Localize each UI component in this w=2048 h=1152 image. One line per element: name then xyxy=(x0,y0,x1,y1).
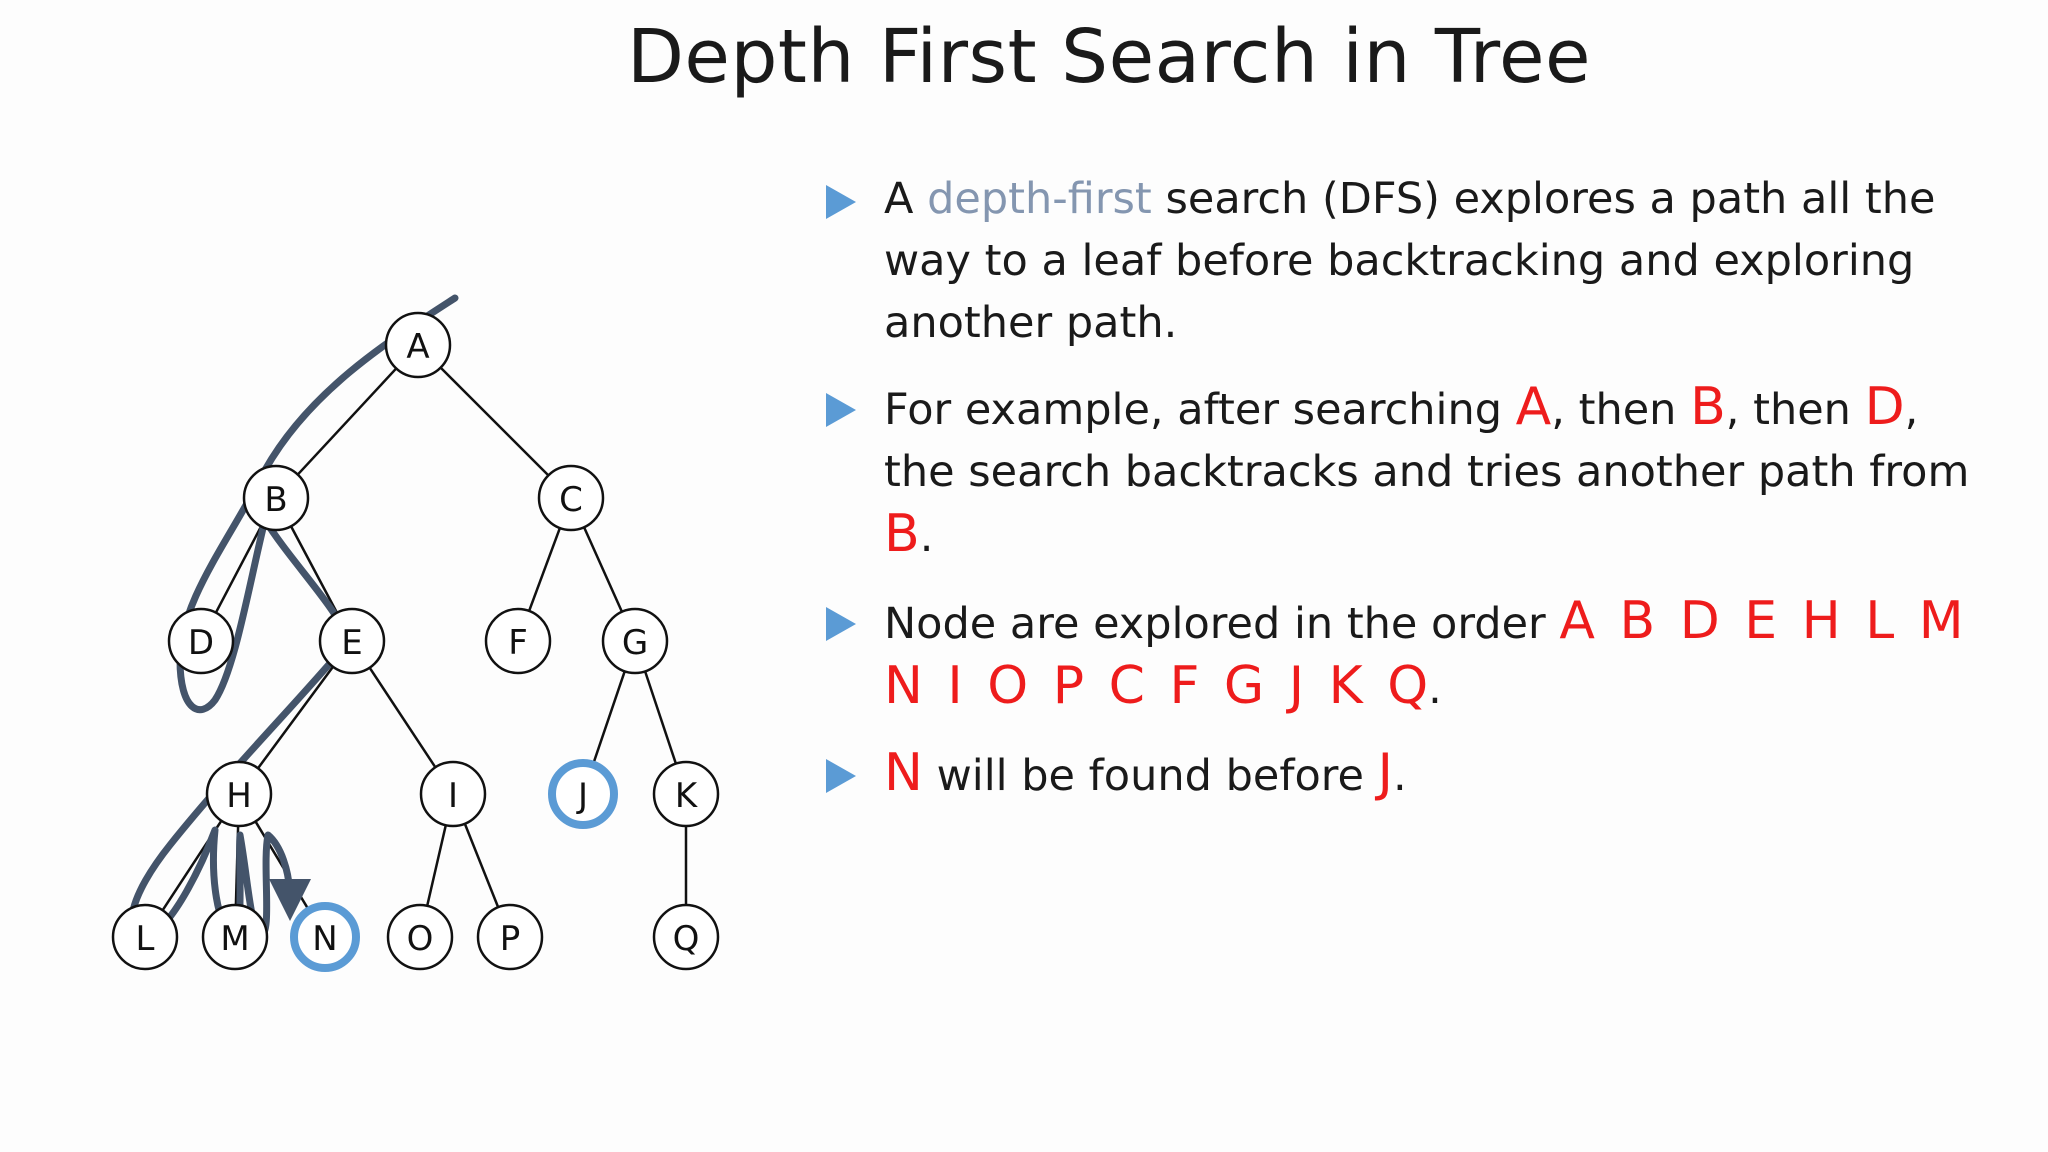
tree-node-d: D xyxy=(167,607,235,675)
node-label: B xyxy=(264,480,287,520)
tree-edge-e-i xyxy=(368,667,437,768)
tree-nodes: A B C D E F G H I J K L M N O P Q xyxy=(111,311,720,972)
bullet-exploration-order: Node are explored in the order A B D E H… xyxy=(820,590,1970,720)
node-label: H xyxy=(226,776,252,816)
bullet-text: For example, after searching xyxy=(884,385,1516,435)
node-ref: B xyxy=(884,504,920,564)
tree-edge-a-c xyxy=(439,366,550,477)
node-label: G xyxy=(622,623,648,663)
node-circle xyxy=(318,607,386,675)
node-label: Q xyxy=(673,919,700,959)
tree-node-l: L xyxy=(111,903,179,971)
bullet-text: search (DFS) explores a path all the way… xyxy=(884,174,1936,348)
node-label: P xyxy=(500,919,521,959)
bullet-list: A depth-first search (DFS) explores a pa… xyxy=(820,168,1970,829)
node-circle xyxy=(601,607,669,675)
node-label: A xyxy=(406,327,429,367)
bullet-text: . xyxy=(1428,664,1442,714)
node-circle xyxy=(476,903,544,971)
tree-node-n: N xyxy=(290,902,360,972)
bullet-conclusion: N will be found before J. xyxy=(820,742,1970,807)
node-label: K xyxy=(675,776,699,816)
tree-node-k: K xyxy=(652,760,720,828)
tree-edge-a-b xyxy=(296,367,398,476)
bullet-text: , then xyxy=(1725,385,1865,435)
tree-edge-g-k xyxy=(643,670,678,765)
bullet-text: . xyxy=(1392,751,1407,801)
node-label: D xyxy=(188,623,214,663)
node-circle xyxy=(201,903,269,971)
node-label: M xyxy=(220,919,249,959)
bullet-text: will be found before xyxy=(922,751,1378,801)
node-ref: N xyxy=(884,743,923,803)
tree-edge-g-j xyxy=(592,670,626,765)
node-circle xyxy=(111,903,179,971)
node-label: C xyxy=(559,480,583,520)
target-node-circle xyxy=(290,902,360,972)
node-circle xyxy=(242,464,310,532)
tree-edge-e-h xyxy=(257,665,334,770)
tree-edge-i-p xyxy=(463,823,500,908)
node-ref: A xyxy=(1515,377,1552,437)
node-circle xyxy=(652,903,720,971)
slide-title: Depth First Search in Tree xyxy=(626,14,1592,100)
bullet-text: , the search backtracks and tries anothe… xyxy=(884,385,1970,497)
node-circle xyxy=(652,760,720,828)
node-ref: B xyxy=(1690,377,1726,437)
bullet-text: A xyxy=(884,174,928,224)
node-circle xyxy=(484,607,552,675)
node-label: L xyxy=(136,919,155,959)
triangle-bullet-icon xyxy=(826,759,856,793)
tree-node-m: M xyxy=(201,903,269,971)
highlight-depth-first: depth-first xyxy=(927,174,1152,224)
tree-edge-i-o xyxy=(425,824,448,907)
tree-node-j: J xyxy=(548,759,618,829)
node-label: J xyxy=(576,776,588,816)
tree-node-q: Q xyxy=(652,903,720,971)
node-circle xyxy=(205,760,273,828)
tree-node-a: A xyxy=(384,311,452,379)
node-label: I xyxy=(448,776,458,816)
tree-edges xyxy=(161,366,688,911)
node-ref: J xyxy=(1377,743,1393,803)
node-label: E xyxy=(341,623,362,663)
tree-edge-b-d xyxy=(214,525,263,614)
node-circle xyxy=(384,311,452,379)
node-ref: D xyxy=(1864,377,1905,437)
tree-edge-c-f xyxy=(527,527,562,612)
exploration-sequence: A B D E H L M N I O P C F G J K Q xyxy=(884,591,1964,716)
node-circle xyxy=(419,760,487,828)
node-circle xyxy=(386,903,454,971)
tree-edge-c-g xyxy=(582,526,624,613)
target-node-circle xyxy=(548,759,618,829)
tree-node-c: C xyxy=(537,464,605,532)
node-label: O xyxy=(407,919,434,959)
tree-edge-b-e xyxy=(289,525,339,614)
tree-node-e: E xyxy=(318,607,386,675)
bullet-text: , then xyxy=(1551,385,1691,435)
bullet-dfs-definition: A depth-first search (DFS) explores a pa… xyxy=(820,168,1970,354)
dfs-tree-diagram: A B C D E F G H I J K L M N O P Q xyxy=(111,294,720,972)
tree-node-p: P xyxy=(476,903,544,971)
tree-node-f: F xyxy=(484,607,552,675)
triangle-bullet-icon xyxy=(826,185,856,219)
node-label: N xyxy=(312,919,337,959)
tree-node-b: B xyxy=(242,464,310,532)
node-circle xyxy=(537,464,605,532)
tree-node-g: G xyxy=(601,607,669,675)
tree-node-h: H xyxy=(205,760,273,828)
triangle-bullet-icon xyxy=(826,393,856,427)
tree-node-i: I xyxy=(419,760,487,828)
node-circle xyxy=(167,607,235,675)
bullet-text: . xyxy=(919,512,934,562)
node-label: F xyxy=(508,623,528,663)
tree-node-o: O xyxy=(386,903,454,971)
bullet-text: Node are explored in the order xyxy=(884,599,1560,649)
bullet-example: For example, after searching A, then B, … xyxy=(820,376,1970,568)
triangle-bullet-icon xyxy=(826,607,856,641)
